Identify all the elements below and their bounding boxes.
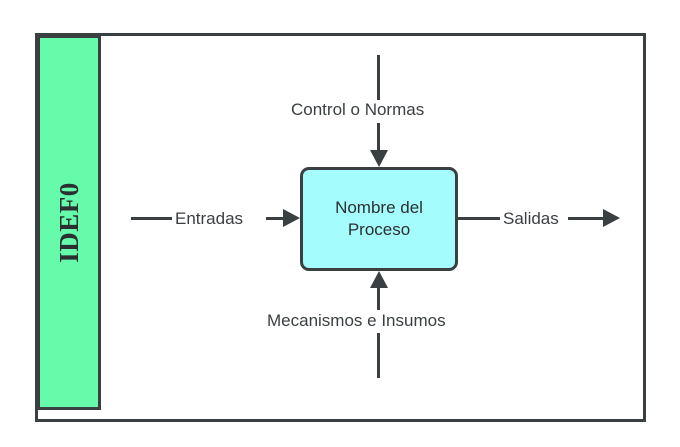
output-label: Salidas [500, 209, 562, 229]
idef0-band: IDEF0 [37, 35, 101, 410]
output-line-right [568, 217, 604, 220]
process-box: Nombre del Proceso [300, 167, 458, 271]
mechanism-arrowhead [370, 271, 388, 288]
mechanism-line-upper [377, 288, 380, 310]
idef0-band-label: IDEF0 [53, 182, 84, 263]
input-line-right [266, 217, 284, 220]
control-line-upper [377, 55, 380, 100]
process-name-line1: Nombre del [335, 197, 423, 217]
input-label: Entradas [172, 209, 247, 229]
control-line-lower [377, 123, 380, 151]
output-arrowhead [603, 209, 620, 227]
process-name: Nombre del Proceso [335, 197, 423, 241]
control-arrowhead [370, 150, 388, 167]
output-line-left [458, 217, 502, 220]
mechanism-label: Mecanismos e Insumos [264, 311, 449, 331]
input-arrowhead [283, 209, 300, 227]
mechanism-line-lower [377, 333, 380, 378]
control-label: Control o Normas [288, 100, 428, 120]
input-line-left [131, 217, 173, 220]
process-name-line2: Proceso [347, 220, 411, 239]
